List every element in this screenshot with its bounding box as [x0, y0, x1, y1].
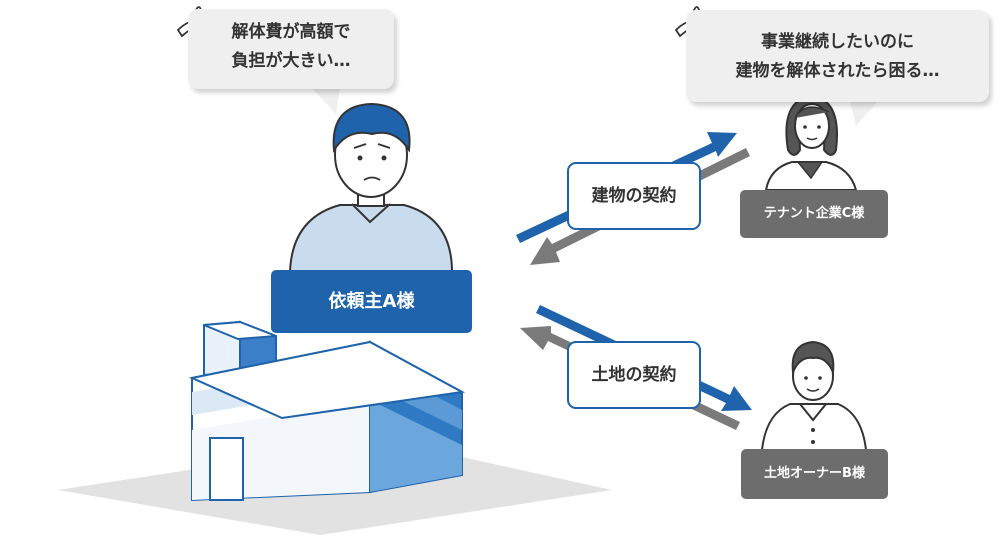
tenant-bubble-line-1: 事業継続したいのに	[761, 32, 914, 52]
building-illustration	[188, 320, 466, 502]
tenant-bubble-line-2: 建物を解体されたら困る…	[735, 61, 940, 81]
tenant-person	[764, 94, 858, 191]
owner-label: 土地オーナーB様	[741, 449, 888, 499]
land-contract-label: 土地の契約	[567, 341, 701, 409]
client-bubble-line-1: 解体費が高額で	[231, 22, 351, 42]
client-person	[288, 102, 454, 273]
bubble-tail	[850, 101, 878, 126]
client-label: 依頼主A様	[271, 270, 472, 333]
tenant-label: テナント企業C様	[740, 190, 888, 238]
client-bubble-line-2: 負担が大きい…	[231, 51, 351, 71]
tenant-speech-bubble: 事業継続したいのに 建物を解体されたら困る…	[686, 10, 989, 102]
client-speech-bubble: 解体費が高額で 負担が大きい…	[188, 9, 394, 89]
owner-person	[760, 340, 868, 451]
bubble-tail	[312, 88, 340, 114]
building-contract-label: 建物の契約	[567, 162, 701, 230]
